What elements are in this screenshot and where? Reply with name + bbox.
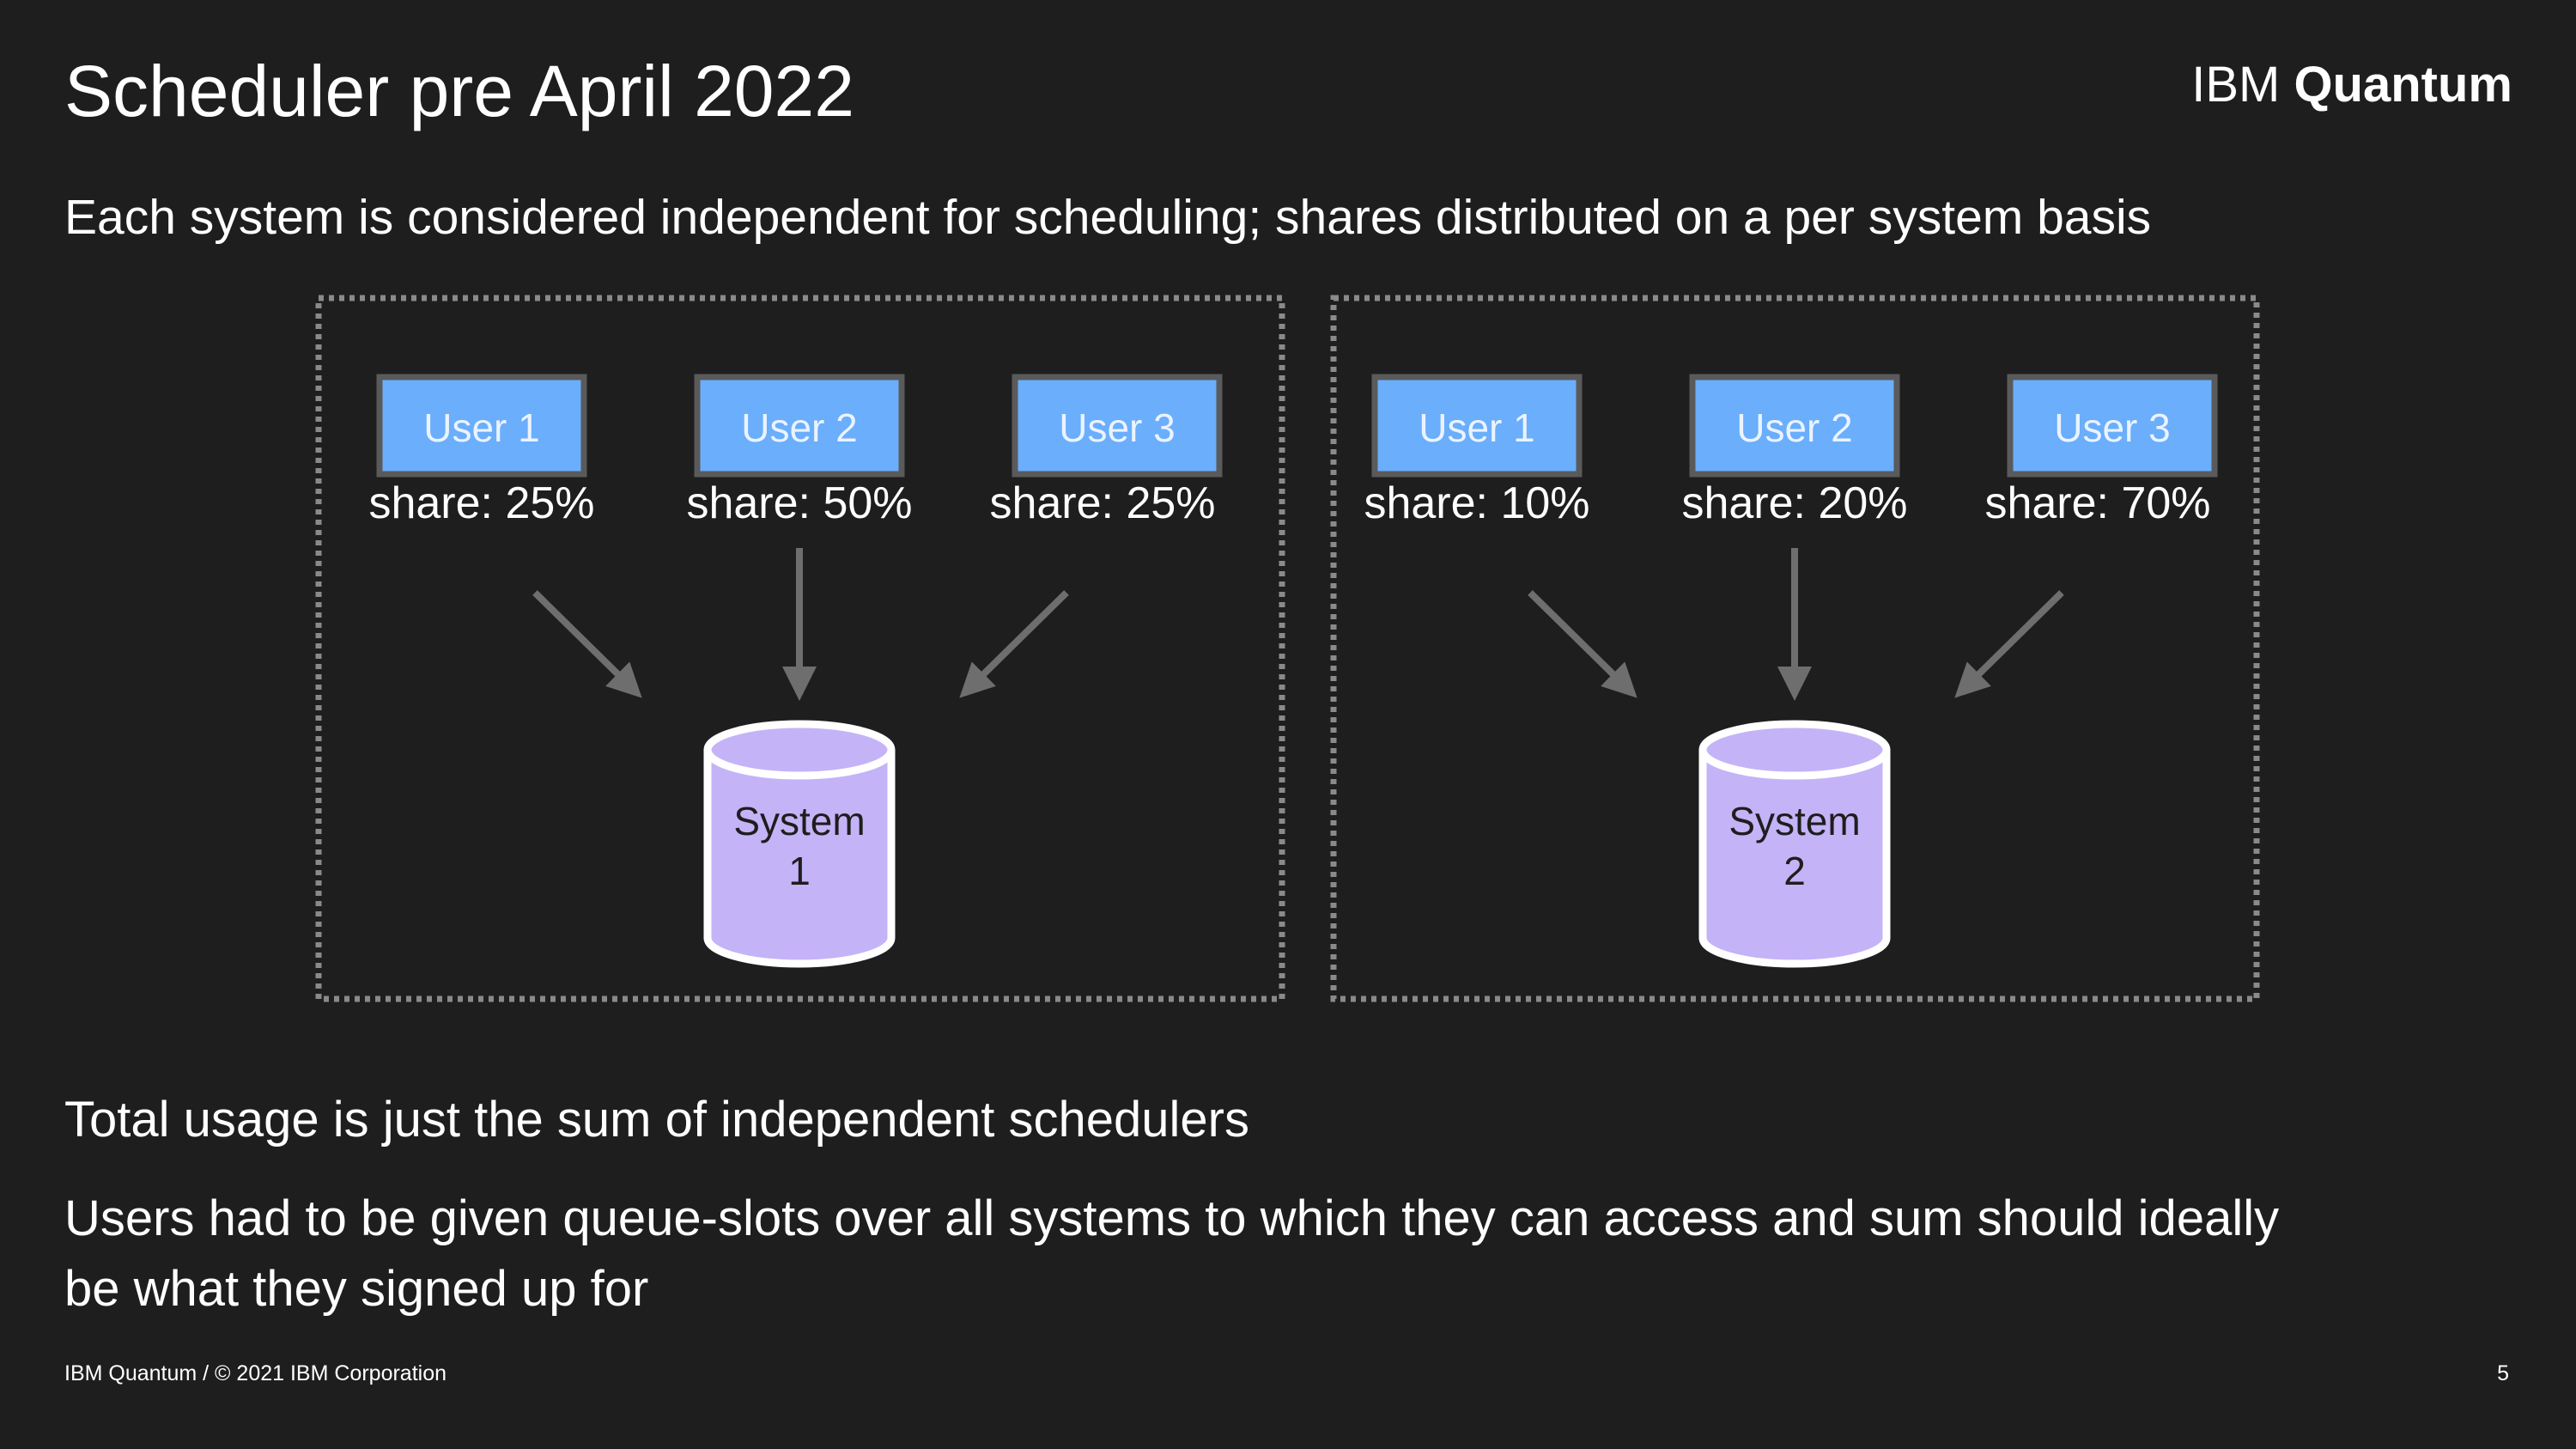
user-share: share: 25% — [368, 478, 594, 528]
arrow-user-3-to-system — [1954, 590, 2064, 698]
user-label: User 3 — [1059, 405, 1175, 450]
slide-title: Scheduler pre April 2022 — [64, 51, 854, 131]
group-1-border — [315, 295, 1285, 1002]
scheduler-group-1: User 1 share: 25% User 2 share: 50% User… — [315, 295, 1285, 1002]
system-label-line-2: 1 — [788, 849, 811, 893]
user-box — [1012, 374, 1223, 478]
scheduler-group-2: User 1 share: 10% User 2 share: 20% User… — [1330, 295, 2260, 1002]
user-box — [2007, 374, 2218, 478]
system-label-line-2: 2 — [1783, 849, 1806, 893]
group-1-user-1: User 1 share: 25% — [368, 374, 595, 528]
arrow-user-3-to-system — [959, 590, 1069, 698]
arrow-user-1-to-system — [532, 590, 642, 698]
user-box — [694, 374, 905, 478]
cylinder-top — [703, 720, 896, 780]
user-label: User 1 — [423, 405, 539, 450]
page-number: 5 — [2497, 1361, 2509, 1385]
user-share: share: 25% — [989, 478, 1215, 528]
body-text-queue-slots: Users had to be given queue-slots over a… — [64, 1190, 2280, 1317]
brand-prefix: IBM — [2191, 57, 2281, 113]
system-label-line-1: System — [733, 799, 865, 843]
slide-subtitle: Each system is considered independent fo… — [64, 190, 2152, 245]
group-1-user-2: User 2 share: 50% — [686, 374, 913, 528]
system-1-cylinder-icon: System 1 — [703, 720, 896, 968]
group-1-user-3: User 3 share: 25% — [989, 374, 1223, 528]
user-box — [1689, 374, 1900, 478]
brand-name: Quantum — [2293, 57, 2512, 113]
group-2-user-2: User 2 share: 20% — [1681, 374, 1908, 528]
system-2-cylinder-icon: System 2 — [1698, 720, 1891, 968]
group-2-user-3: User 3 share: 70% — [1984, 374, 2218, 528]
user-label: User 2 — [1736, 405, 1852, 450]
system-label-line-1: System — [1728, 799, 1860, 843]
cylinder-top — [1698, 720, 1891, 780]
cylinder-body — [1698, 750, 1891, 968]
group-2-user-1: User 1 share: 10% — [1364, 374, 1590, 528]
user-label: User 3 — [2054, 405, 2170, 450]
user-share: share: 20% — [1681, 478, 1907, 528]
group-2-border — [1330, 295, 2260, 1002]
user-share: share: 70% — [1984, 478, 2210, 528]
arrow-user-1-to-system — [1528, 590, 1637, 698]
footer-copyright: IBM Quantum / © 2021 IBM Corporation — [64, 1361, 447, 1385]
ibm-quantum-logo: IBM Quantum — [2191, 53, 2512, 117]
user-share: share: 10% — [1364, 478, 1589, 528]
user-box — [1371, 374, 1583, 478]
user-label: User 2 — [741, 405, 857, 450]
cylinder-body — [703, 750, 896, 968]
body-text-total-usage: Total usage is just the sum of independe… — [64, 1092, 1249, 1148]
user-share: share: 50% — [686, 478, 912, 528]
user-box — [376, 374, 587, 478]
user-label: User 1 — [1419, 405, 1534, 450]
